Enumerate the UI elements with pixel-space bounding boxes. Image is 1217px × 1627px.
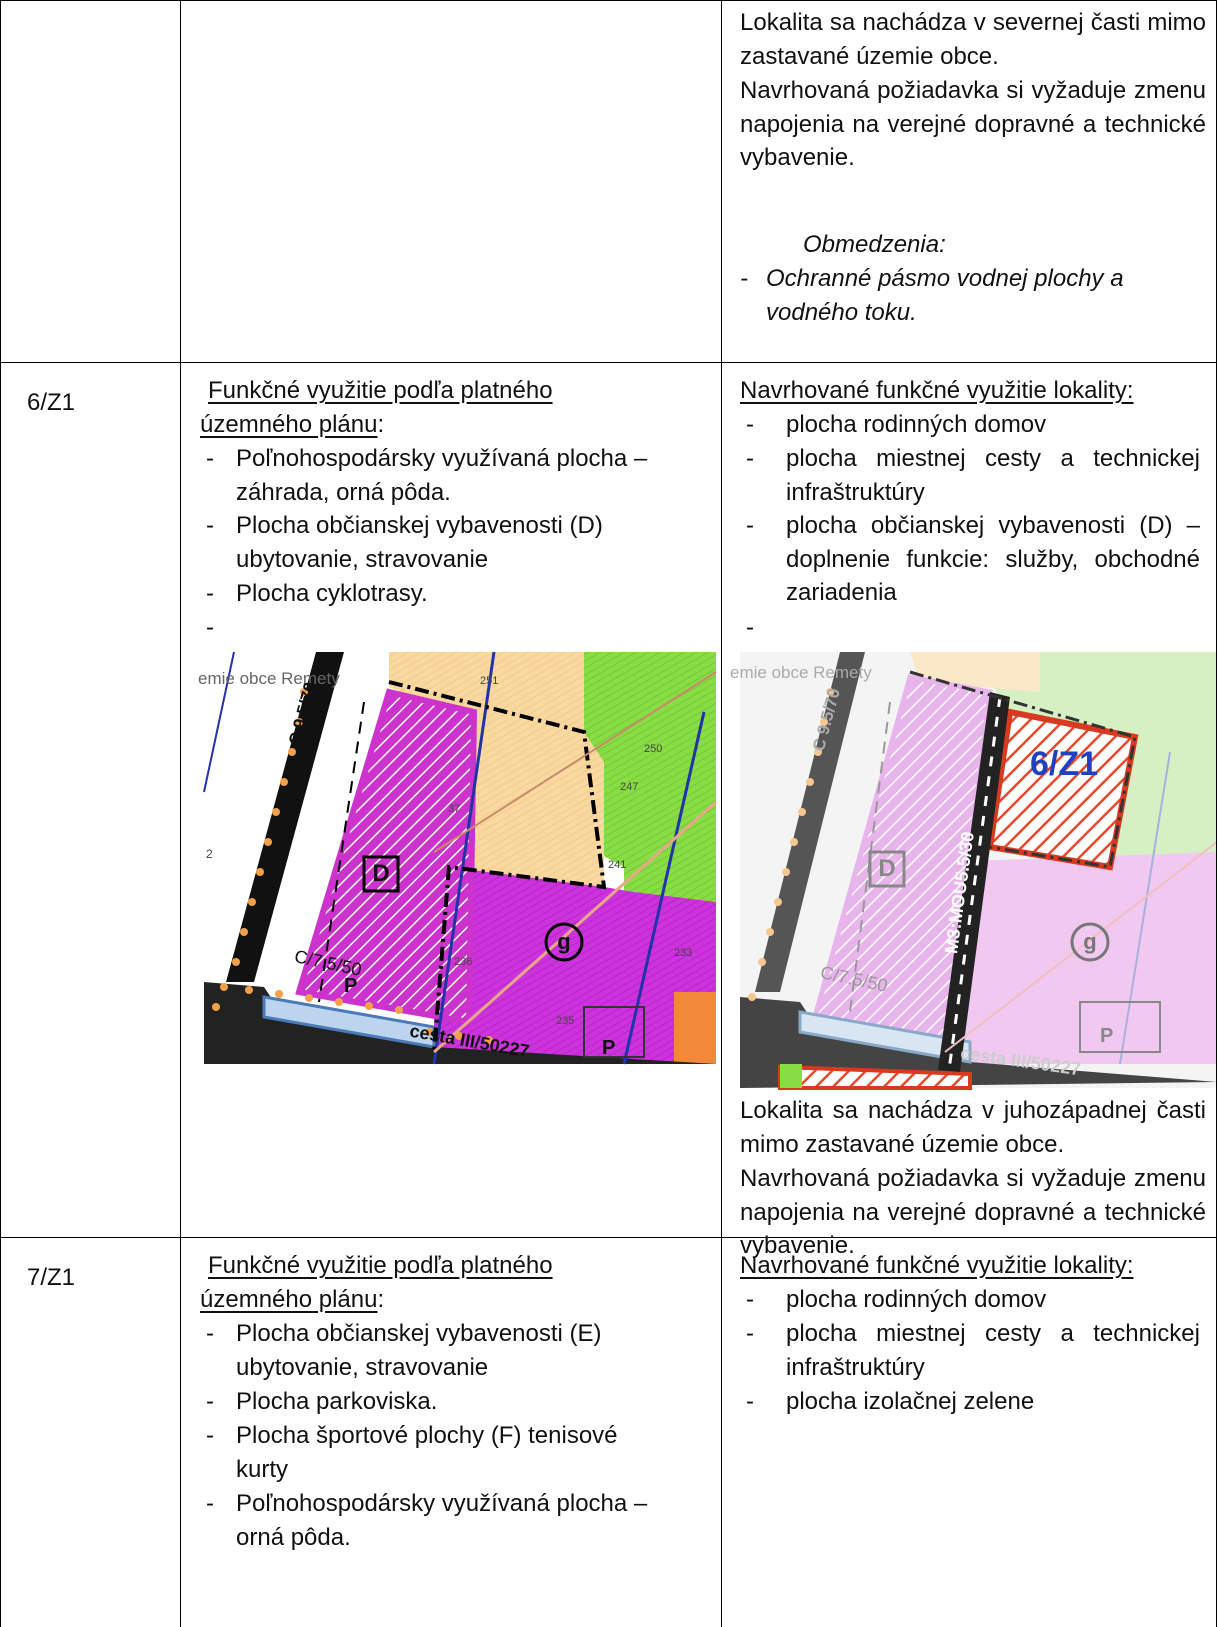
parcel-number: 250 [644, 743, 663, 755]
zone-g-label: g [1083, 929, 1097, 954]
parcel-number: 251 [480, 675, 499, 687]
zoning-map-proposed-graphic [740, 652, 1217, 1090]
table-border-top [0, 0, 1217, 1]
parcel-number: 235 [556, 1015, 575, 1027]
row1-requirement-text: Navrhovaná požiadavka si vyžaduje zmenu … [740, 77, 1206, 172]
list-item: -plocha rodinných domov [746, 411, 1047, 438]
parcel-number: 37 [448, 803, 461, 815]
parking-label: P [344, 975, 358, 997]
zoning-map-proposed: emie obce Remety 6/Z1 M3:MOU5.5/30 D g C… [730, 652, 1217, 1090]
column-line-2 [721, 0, 722, 1627]
column-line-left [0, 0, 1, 1627]
parking-label: P [1100, 1025, 1114, 1047]
row2-code: 6/Z1 [27, 389, 76, 416]
zone-g-label: g [557, 929, 571, 954]
list-item: -Plocha občianskej vybavenosti (D) ubyto… [206, 512, 603, 573]
row3-right-heading: Navrhované funkčné využitie lokality: [740, 1252, 1134, 1279]
row3-code: 7/Z1 [27, 1264, 76, 1291]
map-area-label: emie obce Remety [198, 669, 340, 688]
list-item: -Plocha cyklotrasy. [206, 580, 428, 607]
list-item: -Plocha občianskej vybavenosti (E) ubyto… [206, 1320, 602, 1381]
row-divider-2 [0, 1237, 1217, 1238]
parcel-number: 247 [620, 781, 639, 793]
row1-location-text: Lokalita sa nachádza v severnej časti mi… [740, 9, 1206, 70]
row3-middle-heading-line1: Funkčné využitie podľa platného [208, 1252, 553, 1279]
parking-label: P [602, 1037, 616, 1059]
row2-right-heading: Navrhované funkčné využitie lokality: [740, 377, 1134, 404]
zone-6z1-label: 6/Z1 [1030, 745, 1099, 783]
list-item: -plocha miestnej cesty a technickej infr… [746, 445, 1200, 506]
list-item: -Poľnohospodársky využívaná plocha – záh… [206, 445, 648, 506]
list-item: -Poľnohospodársky využívaná plocha – orn… [206, 1490, 648, 1551]
row1-limits-heading: Obmedzenia: [803, 231, 946, 258]
row2-requirement-text: Navrhovaná požiadavka si vyžaduje zmenu … [740, 1165, 1206, 1260]
row2-location-text: Lokalita sa nachádza v juhozápadnej čast… [740, 1097, 1206, 1158]
row1-limit-item: -Ochranné pásmo vodnej plochy a vodného … [740, 265, 1124, 326]
list-item: -plocha izolačnej zelene [746, 1388, 1035, 1415]
column-line-1 [180, 0, 181, 1627]
list-item: -plocha miestnej cesty a technickej infr… [746, 1320, 1200, 1381]
zone-d-label: D [878, 855, 896, 882]
zoning-map-current-graphic [203, 651, 717, 1065]
list-item: -plocha rodinných domov [746, 1286, 1047, 1313]
row2-middle-heading-line1: Funkčné využitie podľa platného [208, 377, 553, 404]
zone-d-label: D [372, 860, 390, 887]
row2-middle-heading-line2: územného plánu: [200, 411, 385, 438]
parcel-number: 233 [674, 947, 693, 959]
parcel-number: 236 [454, 956, 473, 968]
list-item: - [746, 614, 754, 641]
list-item: - [206, 614, 214, 641]
row-divider-1 [0, 362, 1217, 363]
list-item: -Plocha parkoviska. [206, 1388, 438, 1415]
list-item: -plocha občianskej vybavenosti (D) – dop… [746, 512, 1200, 607]
map-area-label: emie obce Remety [730, 663, 872, 682]
parcel-number: 2 [206, 847, 213, 861]
parcel-number: 241 [608, 859, 627, 871]
list-item: -Plocha športové plochy (F) tenisové kur… [206, 1422, 618, 1483]
zoning-map-current: emie obce Remety D g C 9.5/70 C/7.5/50 c… [198, 651, 717, 1065]
row3-middle-heading-line2: územného plánu: [200, 1286, 385, 1313]
